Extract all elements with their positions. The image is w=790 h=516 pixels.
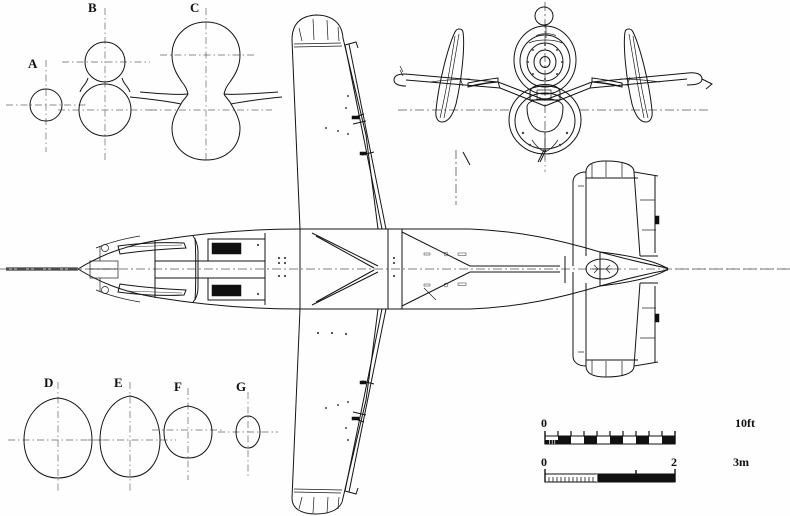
section-label-e: E	[114, 375, 123, 390]
cross-section-a	[6, 60, 88, 152]
scale-bar-metric	[544, 469, 676, 483]
cross-section-g	[218, 392, 278, 476]
section-label-a: A	[28, 56, 38, 71]
scale-imperial-end-label: 10ft	[735, 416, 755, 430]
cross-section-group-lower	[8, 382, 278, 492]
scale-imperial-start-label: 0	[541, 416, 547, 430]
front-view	[393, 2, 713, 172]
scale-metric-mid-label: 2	[671, 455, 677, 469]
scale-bars	[544, 431, 676, 483]
wing-lower	[291, 308, 387, 515]
horizontal-stabiliser-lower	[572, 272, 660, 378]
section-label-g: G	[236, 379, 247, 394]
cross-section-group-upper	[6, 8, 283, 163]
scale-metric-start-label: 0	[541, 455, 547, 469]
section-label-c: C	[190, 0, 200, 15]
section-label-b: B	[88, 0, 97, 15]
section-label-d: D	[44, 375, 54, 390]
cross-section-f	[152, 388, 222, 480]
landing-gear-fairing-left	[435, 28, 465, 123]
plan-view	[0, 14, 790, 515]
wing-upper	[291, 14, 387, 230]
cross-section-b	[58, 8, 158, 160]
scale-metric-end-label: 3m	[733, 455, 749, 469]
cross-section-c	[129, 8, 283, 163]
section-label-f: F	[174, 379, 182, 394]
cross-section-e	[88, 382, 176, 492]
clipped-caption	[604, 512, 724, 516]
horizontal-stabiliser	[572, 160, 660, 266]
landing-gear-fairing-right	[623, 28, 653, 123]
scale-bar-imperial	[544, 431, 676, 445]
cross-section-d	[8, 382, 106, 492]
